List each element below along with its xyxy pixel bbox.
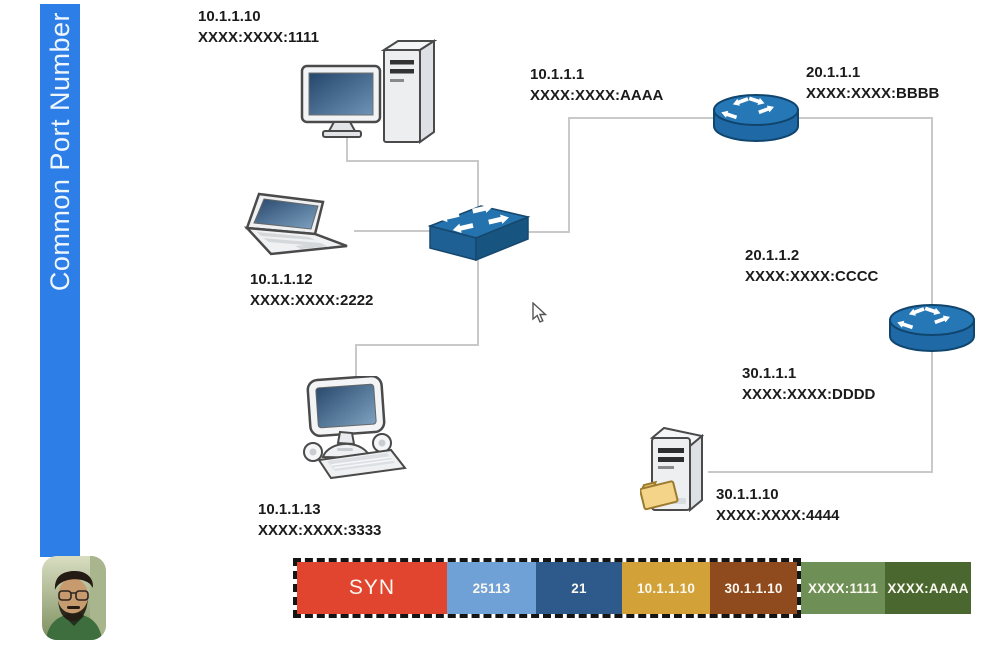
- link-switch-right: [528, 231, 570, 233]
- packet-seg-dst-mac: XXXX:AAAA: [885, 562, 971, 614]
- label-imac: 10.1.1.13 XXXX:XXXX:3333: [258, 499, 381, 541]
- router2-lan-ipv6: XXXX:XXXX:DDDD: [742, 386, 876, 403]
- router1-wan-ipv6: XXXX:XXXX:BBBB: [806, 85, 940, 102]
- link-imac-horizontal: [355, 344, 479, 346]
- link-pc-switch: [477, 160, 479, 210]
- laptop-ipv6: XXXX:XXXX:2222: [250, 292, 374, 309]
- imac-ipv6: XXXX:XXXX:3333: [258, 522, 382, 539]
- imac-icon: [293, 374, 408, 489]
- link-switch-down: [477, 260, 479, 345]
- packet-seg-src-port: 25113: [447, 562, 536, 614]
- packet-seg-src-mac: XXXX:1111: [801, 562, 885, 614]
- presenter-photo: [42, 556, 106, 640]
- imac-ip: 10.1.1.13: [258, 501, 321, 518]
- packet-diagram: SYN 25113 21 10.1.1.10 30.1.1.10 XXXX:11…: [293, 558, 971, 618]
- link-router1-router2-horizontal: [797, 117, 933, 119]
- router2-lan-ip: 30.1.1.1: [742, 365, 797, 382]
- label-router1-lan: 10.1.1.1 XXXX:XXXX:AAAA: [530, 64, 663, 106]
- label-server: 30.1.1.10 XXXX:XXXX:4444: [716, 484, 839, 526]
- link-router2-down: [931, 350, 933, 473]
- laptop-ip: 10.1.1.12: [250, 271, 313, 288]
- router2-icon: [886, 294, 978, 363]
- server-ip: 30.1.1.10: [716, 486, 779, 503]
- router2-wan-ipv6: XXXX:XXXX:CCCC: [745, 268, 879, 285]
- pc-ipv6: XXXX:XXXX:1111: [198, 29, 319, 46]
- packet-mac-group: XXXX:1111 XXXX:AAAA: [801, 562, 971, 614]
- link-laptop-switch: [354, 230, 432, 232]
- link-switch-router1-vertical: [568, 117, 570, 233]
- router1-lan-ipv6: XXXX:XXXX:AAAA: [530, 87, 664, 104]
- router1-lan-ip: 10.1.1.1: [530, 66, 585, 83]
- packet-seg-flag: SYN: [297, 562, 447, 614]
- label-pc: 10.1.1.10 XXXX:XXXX:1111: [198, 6, 319, 48]
- server-ipv6: XXXX:XXXX:4444: [716, 507, 840, 524]
- page-title: Common Port Number: [44, 12, 75, 292]
- link-pc-horizontal: [346, 160, 479, 162]
- link-router2-server: [708, 471, 933, 473]
- label-router2-lan: 30.1.1.1 XXXX:XXXX:DDDD: [742, 363, 875, 405]
- desktop-pc-icon: [298, 36, 443, 159]
- pc-ip: 10.1.1.10: [198, 8, 261, 25]
- link-router1-router2-vertical: [931, 117, 933, 307]
- router1-icon: [710, 84, 802, 153]
- label-router2-wan: 20.1.1.2 XXXX:XXXX:CCCC: [745, 245, 878, 287]
- packet-seg-dst-ip: 30.1.1.10: [710, 562, 797, 614]
- router1-wan-ip: 20.1.1.1: [806, 64, 861, 81]
- mouse-cursor-icon: [532, 301, 548, 329]
- label-router1-wan: 20.1.1.1 XXXX:XXXX:BBBB: [806, 62, 939, 104]
- switch-icon: [426, 200, 532, 269]
- packet-selected-group: SYN 25113 21 10.1.1.10 30.1.1.10: [293, 558, 801, 618]
- packet-seg-dst-port: 21: [536, 562, 622, 614]
- link-switch-router1-horizontal: [568, 117, 716, 119]
- presenter-photo-image: [42, 556, 106, 640]
- label-laptop: 10.1.1.12 XXXX:XXXX:2222: [250, 269, 373, 311]
- router2-wan-ip: 20.1.1.2: [745, 247, 800, 264]
- server-icon: [639, 424, 722, 521]
- laptop-icon: [243, 192, 361, 265]
- sidebar-title-bar: Common Port Number: [40, 4, 80, 557]
- link-pc-drop: [346, 126, 348, 162]
- link-imac-drop: [355, 344, 357, 380]
- packet-seg-src-ip: 10.1.1.10: [622, 562, 710, 614]
